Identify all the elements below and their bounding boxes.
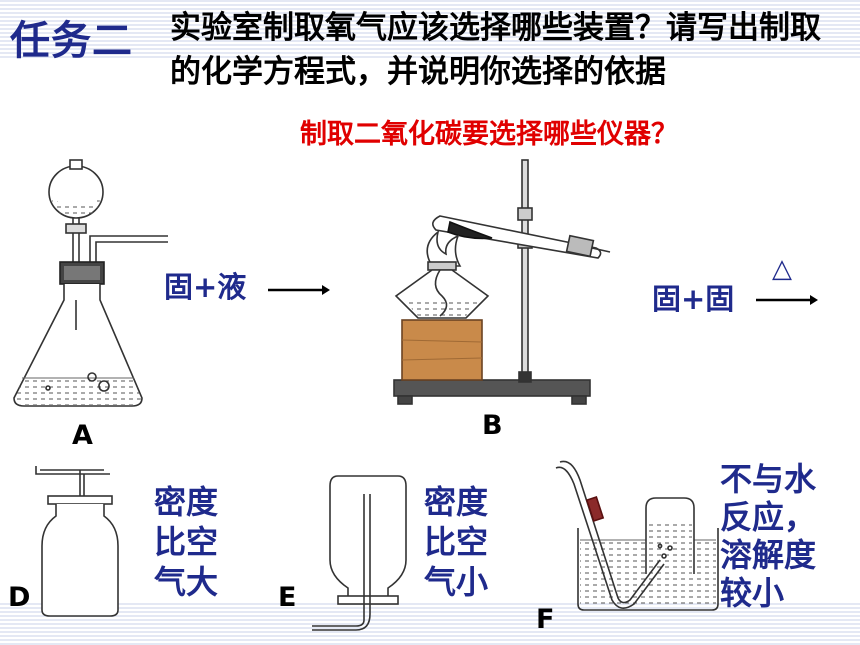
label-d: D [8,582,31,613]
text-line: 比空 [424,523,489,561]
task-label: 任务二 [10,18,133,64]
arrow-solid-liquid [268,285,330,295]
label-a: A [72,420,93,451]
text-line: 密度 [424,483,489,521]
condition-solid-liquid: 固+液 [164,270,247,304]
label-e: E [278,582,297,613]
question-red-text: 制取二氧化碳要选择哪些仪器？ [300,119,678,150]
arrow-solid-solid [756,295,818,305]
header-background-stripes [0,0,860,60]
text-line: 较小 [720,574,785,612]
apparatus-f-water-trough [555,460,719,611]
text-line: 气小 [424,563,489,601]
text-line: 比空 [154,523,219,561]
apparatus-e-inverted-bottle [312,475,407,631]
footer-background-stripes [0,603,860,645]
text-density-greater: 密度 比空 气大 [154,482,218,602]
text-line: 溶解度 [720,536,817,574]
text-line: 气大 [154,563,219,601]
text-line: 反应， [720,498,817,536]
text-water-insoluble: 不与水 反应， 溶解度 较小 [720,460,816,612]
apparatus-a-flask-funnel [13,159,168,407]
text-line: 不与水 [720,460,817,498]
condition-solid-solid: 固+固 [652,282,735,316]
label-b: B [482,410,503,441]
heat-symbol: △ [772,254,792,284]
text-line: 密度 [154,483,219,521]
text-density-smaller: 密度 比空 气小 [424,482,488,602]
question-text: 实验室制取氧气应该选择哪些装置？请写出制取的化学方程式，并说明你选择的依据 [170,10,821,90]
label-f: F [536,604,555,635]
apparatus-b-heating-stand [393,159,611,405]
apparatus-d-gas-bottle [35,466,119,617]
